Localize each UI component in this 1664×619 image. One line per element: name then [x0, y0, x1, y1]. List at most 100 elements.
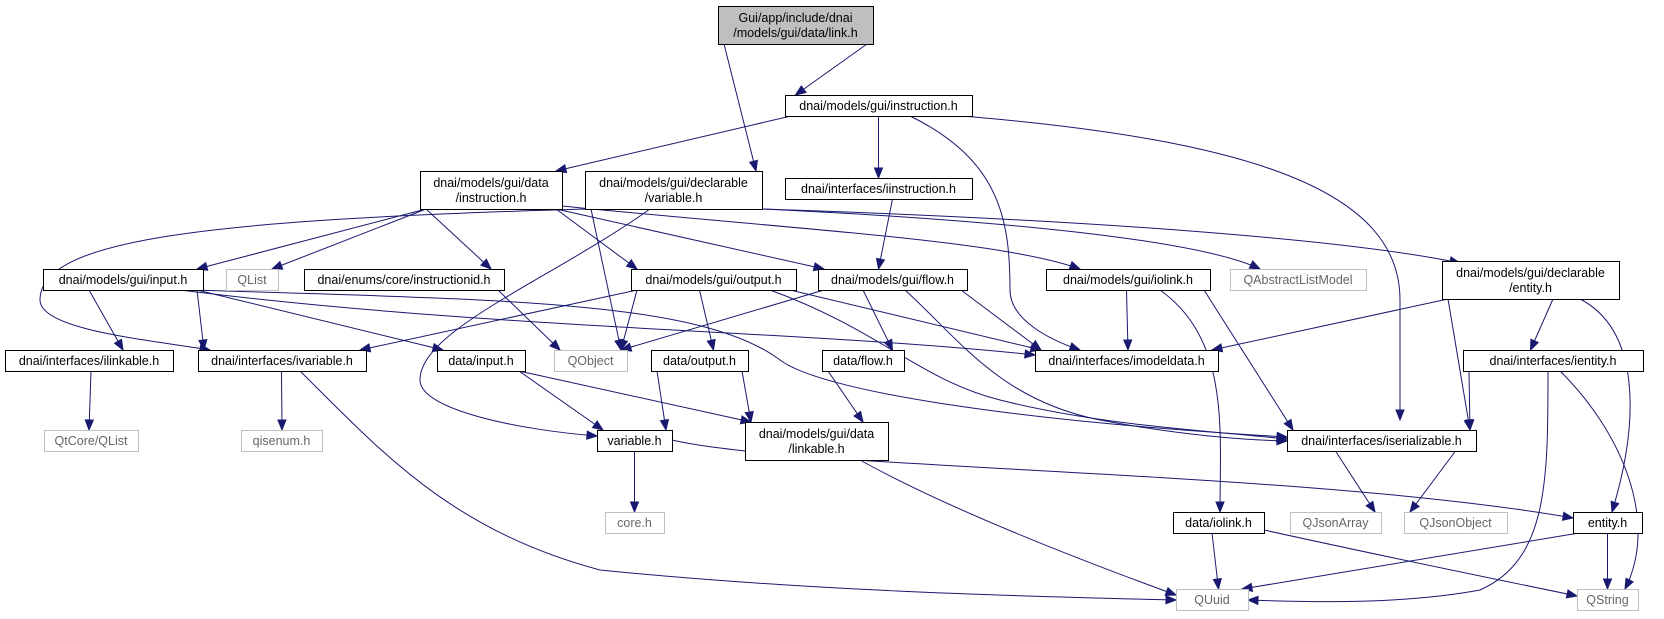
node-label: dnai/interfaces/ivariable.h	[211, 354, 353, 368]
edge-iserializable-to-qjsonarray	[1335, 450, 1376, 514]
arrowhead	[1276, 436, 1289, 446]
node-data_linkable[interactable]: dnai/models/gui/data/linkable.h	[745, 422, 889, 461]
arrowhead	[1610, 500, 1620, 514]
node-gui_output[interactable]: dnai/models/gui/output.h	[631, 269, 797, 291]
arrowhead	[853, 410, 864, 424]
edge-line	[723, 43, 757, 172]
node-qabstractlistmodel: QAbstractListModel	[1230, 269, 1367, 291]
node-gui_instruction[interactable]: dnai/models/gui/instruction.h	[785, 95, 973, 117]
node-data_input[interactable]: data/input.h	[437, 350, 526, 372]
node-label: QJsonObject	[1419, 516, 1492, 530]
edge-ivariable-to-quuid	[299, 370, 1178, 605]
node-qjsonobject: QJsonObject	[1404, 512, 1508, 534]
arrowhead	[883, 338, 894, 352]
node-label: dnai/enums/core/instructionid.h	[317, 273, 490, 287]
arrowhead	[1529, 338, 1540, 352]
edge-gui_iolink-to-imodeldata	[1123, 289, 1133, 352]
node-box	[1290, 512, 1382, 534]
node-declarable_entity[interactable]: dnai/models/gui/declarable/entity.h	[1442, 261, 1620, 300]
edge-line	[555, 208, 825, 270]
arrowhead	[744, 410, 754, 424]
node-label: QAbstractListModel	[1243, 273, 1352, 287]
edge-declarable_entity-to-entity	[1579, 298, 1631, 514]
node-ilinkable[interactable]: dnai/interfaces/ilinkable.h	[5, 350, 174, 372]
node-box	[437, 350, 526, 372]
node-label: dnai/models/gui/instruction.h	[799, 99, 957, 113]
edge-line	[862, 289, 893, 351]
edge-gui_output-to-qobject	[619, 289, 638, 352]
node-label: QUuid	[1194, 593, 1229, 607]
node-gui_input[interactable]: dnai/models/gui/input.h	[43, 269, 204, 291]
edge-instructionid-to-qobject	[497, 289, 561, 351]
node-label: entity.h	[1588, 516, 1627, 530]
edge-line	[1579, 298, 1631, 513]
node-box	[1463, 350, 1644, 372]
edge-declarable_variable-to-variable	[419, 208, 651, 440]
edge-data_output-to-variable	[656, 370, 670, 432]
node-box	[43, 269, 204, 291]
node-box	[1176, 589, 1249, 611]
node-label: QString	[1586, 593, 1628, 607]
edge-gui_flow-to-iserializable	[904, 289, 1289, 446]
edge-declarable_variable-to-declarable_entity	[761, 208, 1462, 266]
node-ivariable[interactable]: dnai/interfaces/ivariable.h	[198, 350, 367, 372]
edge-data_flow-to-data_linkable	[827, 370, 864, 424]
node-label: dnai/models/gui/input.h	[59, 273, 188, 287]
node-layer: Gui/app/include/dnai/models/gui/data/lin…	[5, 6, 1644, 611]
edge-gui_instruction-to-iinstruction	[873, 116, 884, 180]
arrowhead	[198, 339, 208, 352]
node-variable[interactable]: variable.h	[597, 430, 673, 452]
node-qobject: QObject	[554, 350, 628, 372]
node-imodeldata[interactable]: dnai/interfaces/imodeldata.h	[1035, 350, 1219, 372]
edge-gui_input-to-data_input	[196, 289, 445, 353]
node-qjsonarray: QJsonArray	[1290, 512, 1382, 534]
edge-ilinkable-to-qtcore_qlist	[84, 370, 95, 432]
node-label: data/flow.h	[833, 354, 893, 368]
node-label: qisenum.h	[253, 434, 311, 448]
node-ientity[interactable]: dnai/interfaces/ientity.h	[1463, 350, 1644, 372]
arrowhead	[1248, 260, 1262, 270]
edge-data_output-to-data_linkable	[741, 370, 754, 424]
node-label: dnai/models/gui/flow.h	[831, 273, 954, 287]
node-gui_iolink[interactable]: dnai/models/gui/iolink.h	[1046, 269, 1211, 291]
arrowhead	[1212, 578, 1222, 591]
edge-line	[555, 115, 792, 172]
node-iserializable[interactable]: dnai/interfaces/iserializable.h	[1287, 430, 1477, 452]
edge-data_instruction-to-gui_output	[555, 208, 639, 270]
node-box	[1046, 269, 1211, 291]
node-root[interactable]: Gui/app/include/dnai/models/gui/data/lin…	[718, 6, 874, 45]
node-declarable_variable[interactable]: dnai/models/gui/declarable/variable.h	[585, 171, 763, 210]
node-label: /instruction.h	[456, 191, 527, 205]
node-label: core.h	[617, 516, 652, 530]
arrowhead	[706, 338, 716, 352]
node-label: dnai/models/gui/declarable	[599, 176, 748, 190]
node-data_flow[interactable]: data/flow.h	[822, 350, 905, 372]
node-data_output[interactable]: data/output.h	[651, 350, 749, 372]
node-instructionid[interactable]: dnai/enums/core/instructionid.h	[304, 269, 505, 291]
edge-gui_output-to-data_output	[699, 289, 716, 352]
node-iinstruction[interactable]: dnai/interfaces/iinstruction.h	[785, 178, 973, 200]
node-data_instruction[interactable]: dnai/models/gui/data/instruction.h	[420, 171, 563, 210]
arrowhead	[873, 167, 884, 180]
edge-data_iolink-to-qstring	[1263, 529, 1579, 599]
node-gui_flow[interactable]: dnai/models/gui/flow.h	[818, 269, 968, 291]
edge-line	[761, 208, 1461, 264]
node-label: dnai/interfaces/imodeldata.h	[1048, 354, 1204, 368]
edge-declarable_entity-to-imodeldata	[1210, 298, 1449, 353]
edge-line	[1247, 370, 1549, 603]
node-box	[1573, 512, 1643, 534]
node-label: QObject	[568, 354, 614, 368]
edge-gui_input-to-ivariable	[196, 289, 208, 352]
node-label: dnai/models/gui/iolink.h	[1063, 273, 1193, 287]
edge-data_instruction-to-instructionid	[425, 208, 492, 270]
edge-data_input-to-variable	[518, 370, 605, 431]
node-label: dnai/interfaces/ilinkable.h	[19, 354, 159, 368]
node-entity[interactable]: entity.h	[1573, 512, 1643, 534]
node-box	[5, 350, 174, 372]
arrowhead	[1029, 339, 1043, 351]
node-box	[420, 171, 563, 210]
node-qisenum: qisenum.h	[241, 430, 323, 452]
edge-line	[179, 289, 1036, 356]
node-data_iolink[interactable]: data/iolink.h	[1173, 512, 1265, 534]
edge-gui_input-to-ilinkable	[88, 289, 124, 352]
